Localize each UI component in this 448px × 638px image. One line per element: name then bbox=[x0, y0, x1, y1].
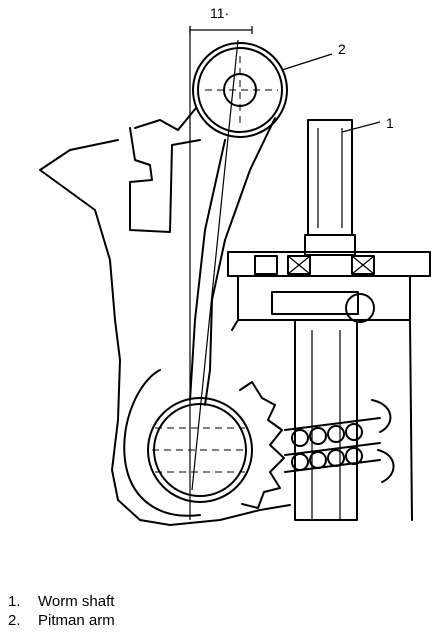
angle-label: 11· bbox=[210, 5, 229, 21]
arm-center-line bbox=[191, 39, 239, 491]
legend-number: 2. bbox=[8, 612, 21, 629]
legend-label: Worm shaft bbox=[38, 593, 115, 610]
steering-gear-diagram: 11· bbox=[39, 5, 431, 526]
legend-item: 2. Pitman arm bbox=[8, 611, 115, 630]
legend-item: 1. Worm shaft bbox=[8, 592, 115, 611]
gear-housing bbox=[39, 139, 291, 526]
callout-label-2: 2 bbox=[338, 41, 346, 57]
angle-indicator: 11· bbox=[189, 5, 253, 34]
worm-shaft bbox=[284, 119, 395, 521]
worm-housing bbox=[227, 251, 431, 521]
callout-label-1: 1 bbox=[386, 115, 394, 131]
legend-label: Pitman arm bbox=[38, 612, 115, 629]
legend-number: 1. bbox=[8, 593, 21, 610]
callout-1: 1 bbox=[341, 115, 394, 133]
housing-bracket bbox=[129, 127, 201, 233]
pitman-arm bbox=[134, 42, 288, 406]
callout-2: 2 bbox=[281, 41, 346, 71]
parts-legend: 1. Worm shaft 2. Pitman arm bbox=[8, 592, 115, 630]
sector-gear bbox=[123, 369, 285, 517]
